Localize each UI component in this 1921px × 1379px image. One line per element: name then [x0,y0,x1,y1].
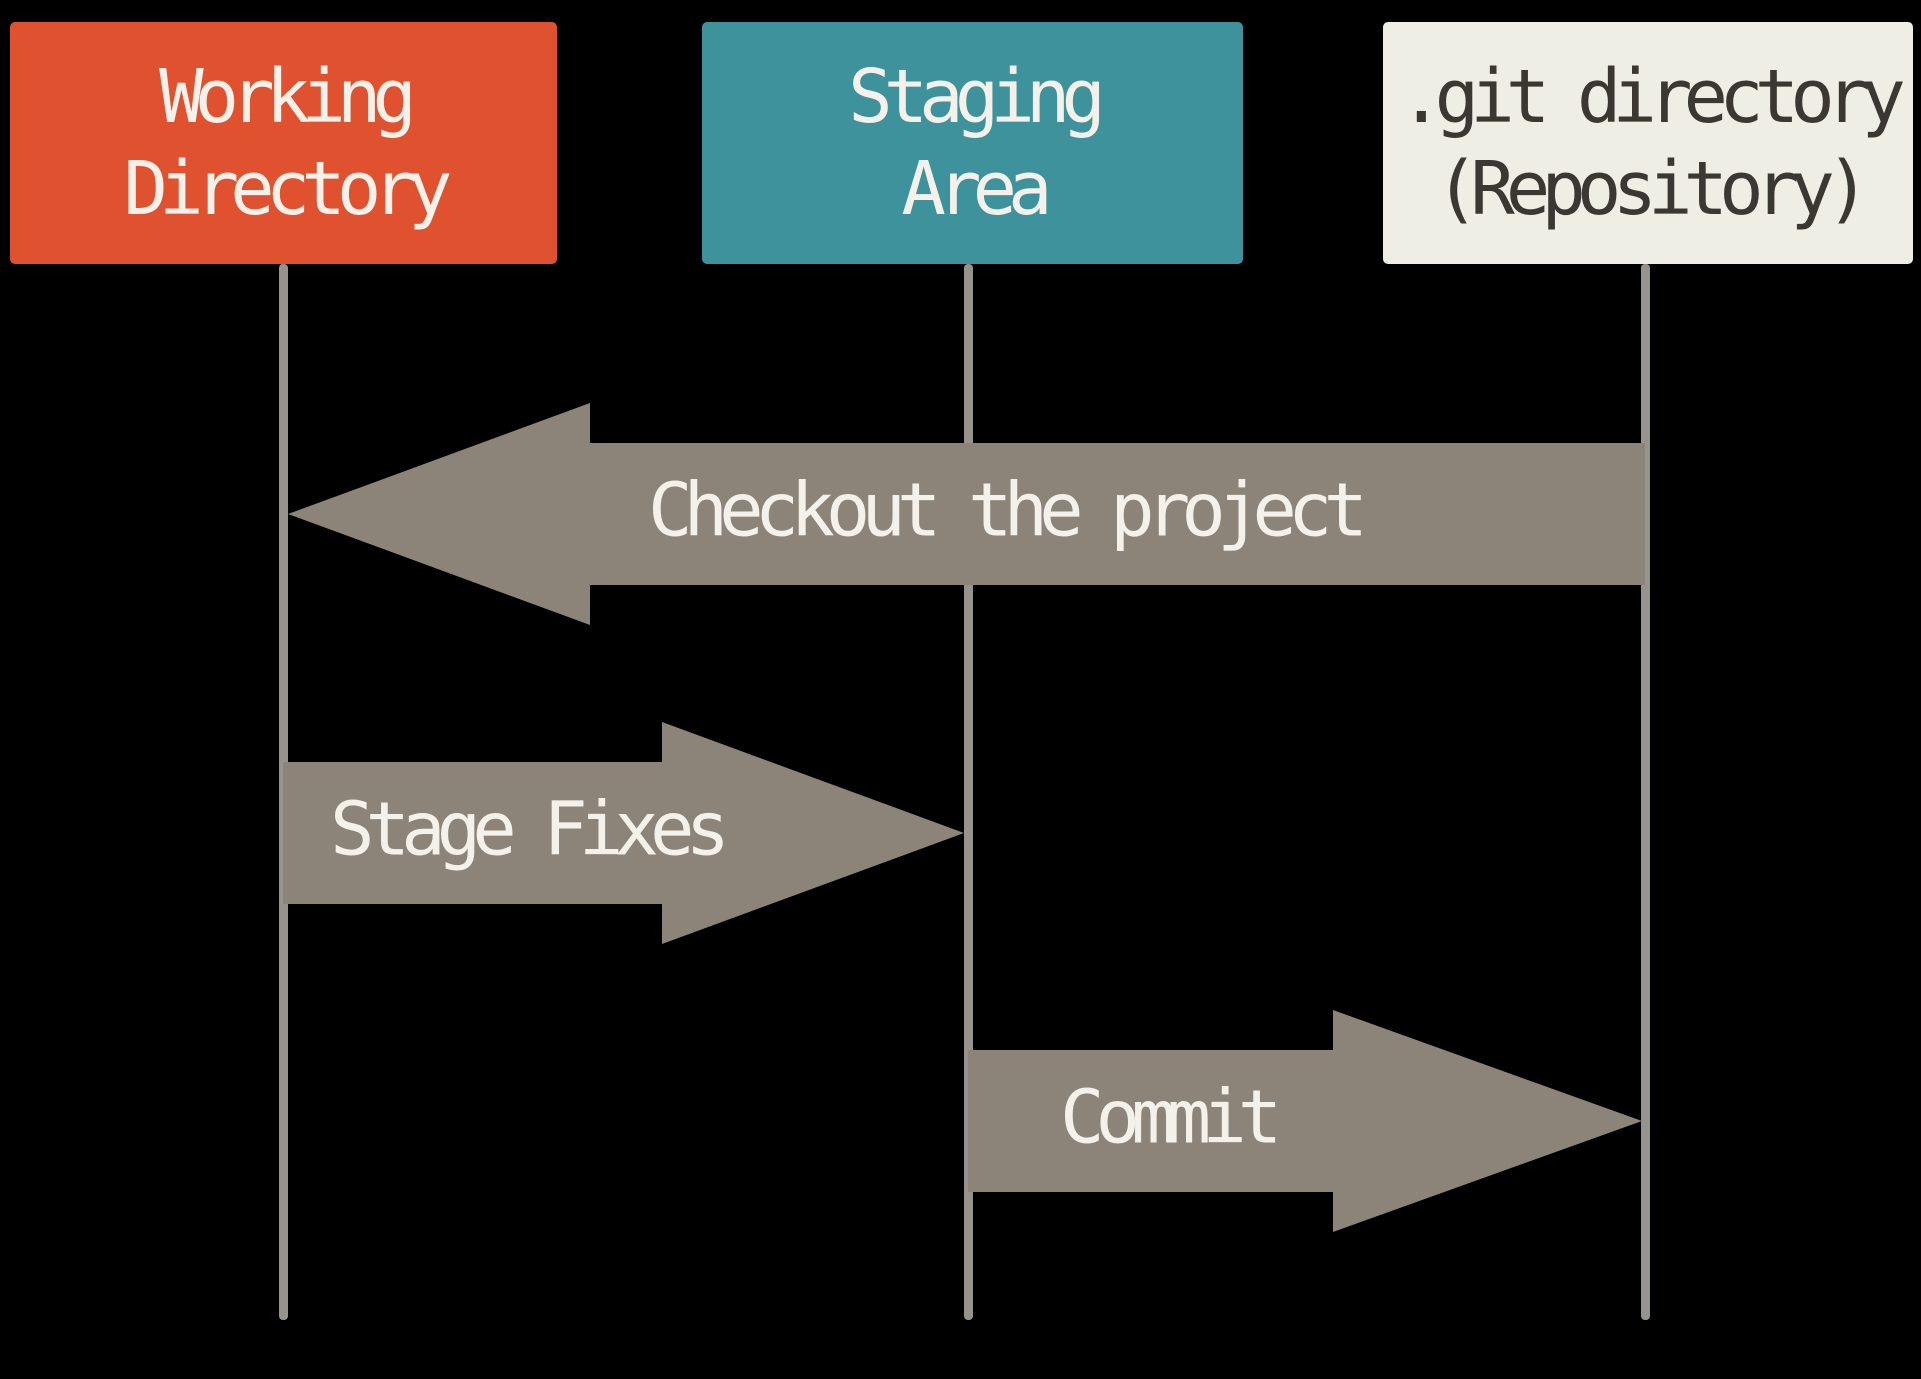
checkout-arrow-label: Checkout the project [648,467,1368,554]
working-directory-box: Working Directory [10,22,557,264]
stage-fixes-arrow-label: Stage Fixes [330,786,730,873]
stage-fixes-arrow-shaft [283,762,663,904]
commit-arrow-shaft [968,1050,1334,1192]
staging-area-label-line1: Staging [848,54,1106,140]
staging-area-label-line2: Area [901,146,1052,232]
working-directory-label-line2: Directory [123,146,453,232]
stage-fixes-arrowhead-icon [662,722,964,944]
git-directory-label-line2: (Repository) [1434,146,1871,232]
checkout-arrow-shaft [588,443,1645,585]
staging-area-lifeline [964,264,973,1320]
commit-arrowhead-icon [1333,1010,1642,1232]
commit-arrow-label: Commit [1060,1074,1282,1161]
git-directory-box: .git directory (Repository) [1383,22,1913,264]
git-directory-label-line1: .git directory [1399,54,1906,140]
working-directory-label-line1: Working [159,54,417,140]
git-directory-lifeline [1641,264,1650,1320]
staging-area-box: Staging Area [702,22,1243,264]
checkout-arrowhead-icon [288,403,590,625]
